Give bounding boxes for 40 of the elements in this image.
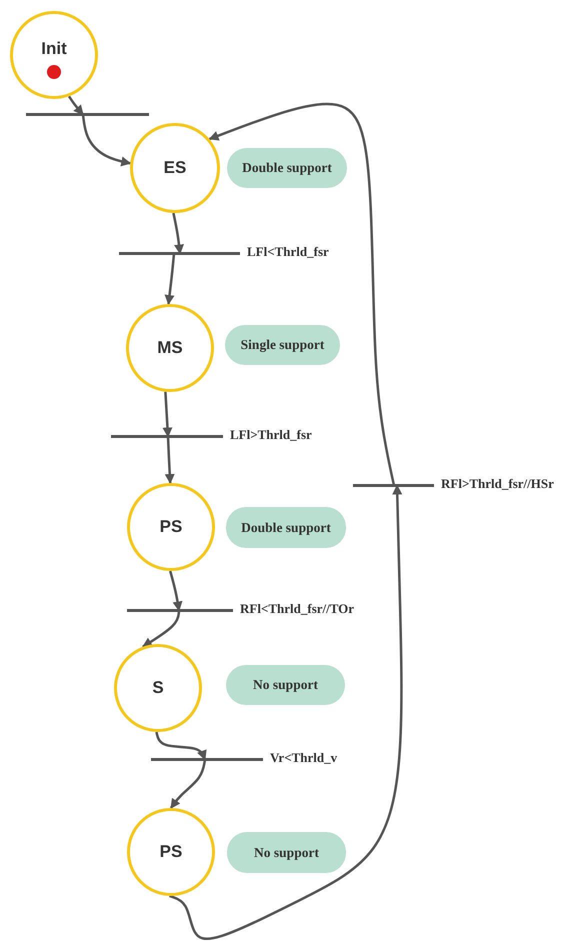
arrow [164, 436, 175, 484]
state-label: S [152, 678, 164, 698]
state-label: Init [41, 39, 67, 59]
arrow [208, 102, 396, 486]
state-pill [226, 665, 345, 705]
arrow [164, 253, 176, 306]
state-label: Single support [240, 337, 324, 353]
state-pill [225, 325, 340, 365]
state-label: MS [157, 338, 183, 358]
place-circle [126, 304, 214, 392]
place-circle [127, 808, 215, 896]
arrow [82, 114, 132, 166]
state-label: No support [253, 677, 318, 693]
state-pill [226, 507, 346, 548]
state-label: PS [160, 842, 182, 862]
state-label: Double support [242, 160, 332, 176]
transition-condition: Vr<Thrld_v [270, 750, 338, 766]
arrow [68, 96, 84, 116]
arrow [172, 212, 184, 254]
arrow [169, 570, 182, 612]
place-circle [10, 11, 98, 99]
state-pill [227, 148, 347, 188]
arrow [142, 610, 180, 648]
state-label: PS [160, 517, 182, 537]
place-circle [114, 644, 202, 732]
place-circle [130, 123, 220, 213]
transition-condition: LFl>Thrld_fsr [230, 427, 312, 443]
arrow [170, 759, 206, 809]
place-circle [127, 483, 215, 571]
transition-condition: RFl<Thrld_fsr//TOr [240, 601, 354, 617]
arrow [155, 732, 207, 760]
transition-condition: RFl>Thrld_fsr//HSr [441, 476, 554, 492]
arrow [162, 392, 172, 438]
transition-condition: LFl<Thrld_fsr [247, 244, 329, 260]
transition-bar [26, 113, 149, 116]
arrow [169, 484, 403, 940]
state-label: Double support [241, 520, 331, 536]
state-pill [227, 832, 346, 873]
state-label: No support [254, 844, 319, 860]
state-label: ES [164, 158, 186, 178]
